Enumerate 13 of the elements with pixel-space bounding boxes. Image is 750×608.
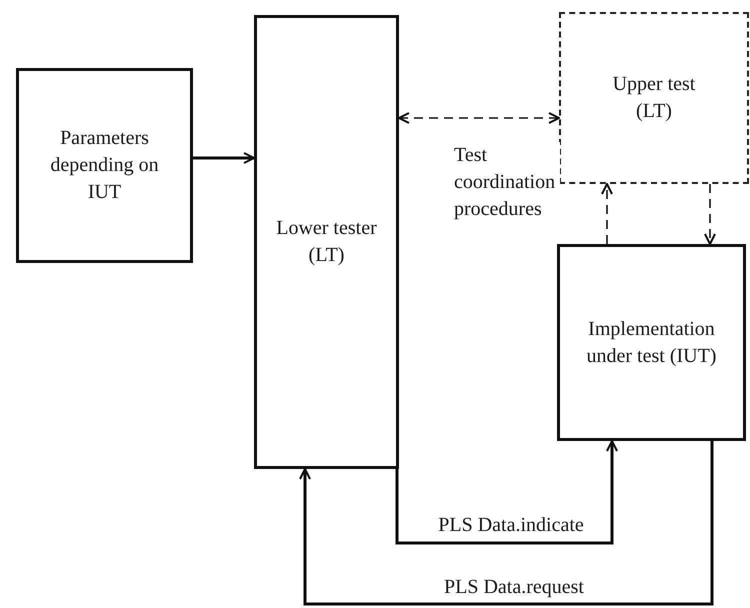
process-box (557, 244, 746, 441)
box-label: Parameters depending on IUT (49, 126, 160, 205)
box-label: Upper test (LT) (612, 72, 696, 124)
process-box (16, 68, 193, 263)
arrow (398, 112, 560, 124)
arrow (299, 441, 714, 606)
arrow (396, 440, 618, 544)
box-label: Implementation under test (IUT) (586, 316, 718, 368)
arrow (704, 184, 716, 245)
process-box (254, 15, 399, 469)
box-label: Lower tester (LT) (275, 216, 378, 268)
arrow (193, 152, 255, 164)
arrow (601, 183, 613, 244)
